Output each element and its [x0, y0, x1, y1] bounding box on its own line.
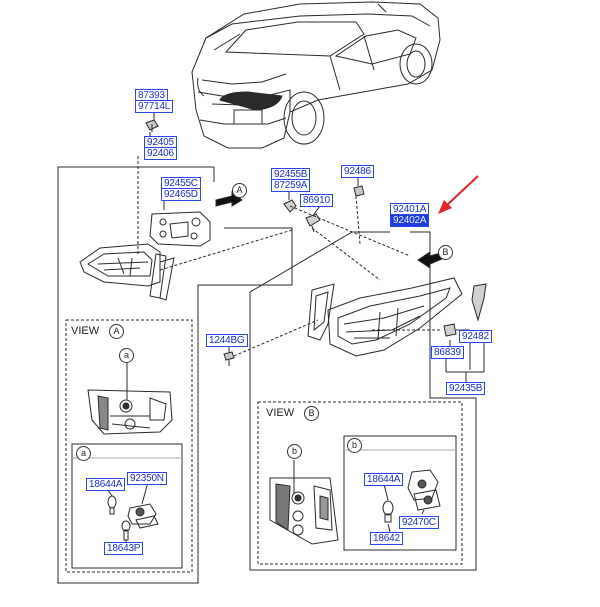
- part-label-92470C[interactable]: 92470C: [399, 516, 439, 529]
- vehicle-illustration: [191, 1, 441, 149]
- outer-tail-lamp-drawing: [307, 277, 463, 357]
- screw-86839-drawing: [443, 323, 457, 337]
- callout-a-view: a: [119, 348, 134, 363]
- part-label-92482[interactable]: 92482: [459, 330, 492, 343]
- callout-a-box: a: [76, 446, 91, 461]
- inner-tail-lamp-drawing: [79, 243, 175, 301]
- part-label-92486[interactable]: 92486: [341, 165, 374, 178]
- nut-92486-drawing: [353, 185, 365, 197]
- part-label-86839[interactable]: 86839: [431, 346, 464, 359]
- view-a-lamp-drawing: [87, 389, 173, 435]
- part-label-18644A-view-a[interactable]: 18644A: [86, 478, 126, 491]
- part-label-92435B[interactable]: 92435B: [446, 382, 486, 395]
- view-b-heading: VIEW: [266, 407, 294, 419]
- part-label-1244BG[interactable]: 1244BG: [206, 334, 248, 347]
- part-label-86910[interactable]: 86910: [300, 194, 333, 207]
- view-a-heading: VIEW: [71, 325, 99, 337]
- view-a-text: VIEW: [71, 325, 100, 337]
- callout-b-view: b: [287, 444, 302, 459]
- part-label-92465D[interactable]: 92465D: [161, 188, 201, 201]
- bulbs-b-drawing: [382, 469, 441, 523]
- view-b-text: VIEW: [266, 407, 295, 419]
- part-label-92406[interactable]: 92406: [144, 147, 177, 160]
- cover-plate-drawing: [149, 211, 211, 247]
- part-label-18642[interactable]: 18642: [370, 532, 403, 545]
- screw-92482-drawing: [471, 283, 487, 322]
- view-a-letter: A: [109, 324, 124, 339]
- part-label-97714L[interactable]: 97714L: [135, 100, 174, 113]
- callout-A: A: [232, 183, 247, 198]
- view-b-letter: B: [304, 406, 319, 421]
- part-label-18644A-view-b[interactable]: 18644A: [364, 473, 404, 486]
- callout-b-box: b: [347, 438, 362, 453]
- highlight-arrow: [438, 175, 479, 214]
- part-label-92350N[interactable]: 92350N: [127, 472, 167, 485]
- part-label-87259A[interactable]: 87259A: [271, 179, 311, 192]
- view-b-lamp-drawing: [269, 477, 339, 545]
- screw-87393-drawing: [145, 119, 159, 132]
- callout-B: B: [438, 245, 453, 260]
- part-label-18643P[interactable]: 18643P: [104, 542, 144, 555]
- bulbs-a-drawing: [107, 495, 159, 541]
- bolt-1244BG-drawing: [223, 351, 235, 366]
- part-label-92402A[interactable]: 92402A: [390, 214, 430, 227]
